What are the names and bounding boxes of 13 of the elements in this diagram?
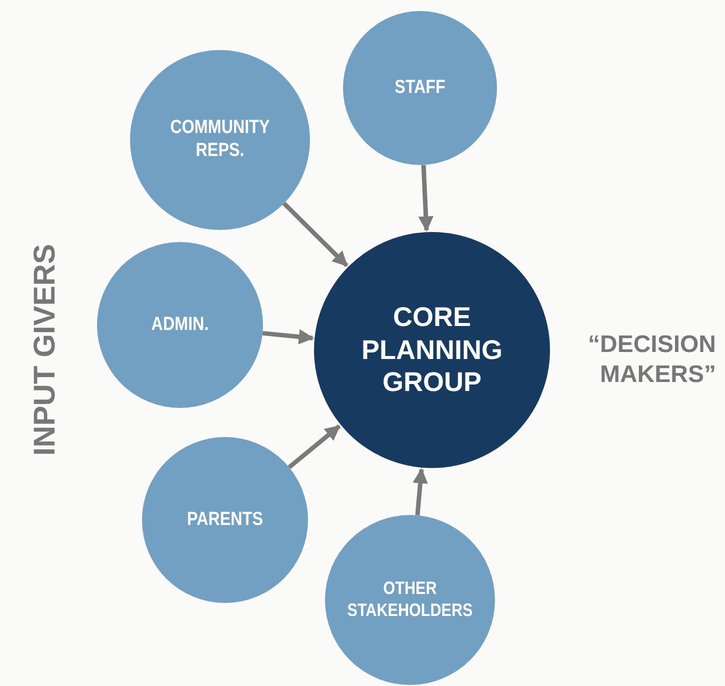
arrow xyxy=(262,329,314,344)
node-label: CORE PLANNING GROUP xyxy=(360,301,504,399)
node-label: OTHER STAKEHOLDERS xyxy=(346,578,474,622)
arrow xyxy=(418,164,434,232)
arrow xyxy=(282,202,348,268)
arrow xyxy=(412,468,428,516)
node-label: PARENTS xyxy=(186,508,264,532)
node-label: COMMUNITY REPS. xyxy=(169,117,271,163)
side-label: INPUT GIVERS xyxy=(27,246,62,456)
group-label: “DECISION MAKERS” xyxy=(586,330,716,390)
arrow xyxy=(288,424,341,470)
node-label: ADMIN. xyxy=(150,314,210,336)
node-label: STAFF xyxy=(394,76,446,100)
